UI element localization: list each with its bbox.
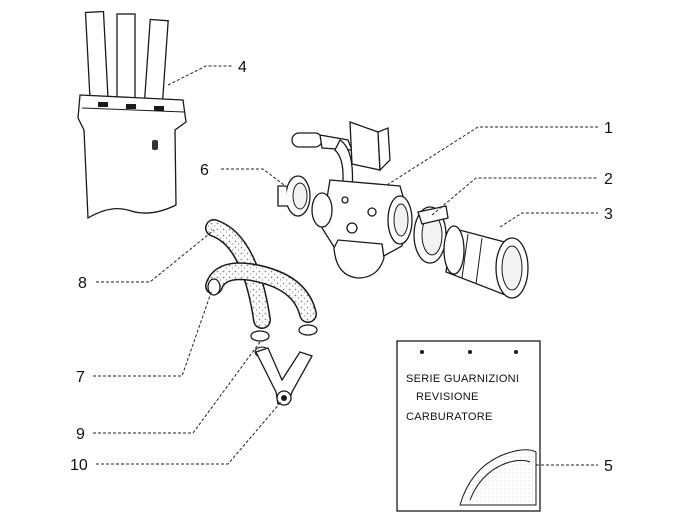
callout-8: 8 [78,275,87,292]
callout-3: 3 [604,206,613,223]
leader-7 [93,289,213,377]
kit-card-line3: CARBURATORE [406,411,493,423]
reed-valve-gasket [77,10,187,220]
leader-4 [167,65,232,86]
callout-9: 9 [76,426,85,443]
fuel-hose-bend [205,262,317,323]
callout-labels: 1 2 3 4 5 6 7 8 9 10 [70,59,613,475]
kit-card-line1: SERIE GUARNIZIONI [406,373,519,385]
callout-5: 5 [604,458,613,475]
callout-6: 6 [200,162,209,179]
callout-10: 10 [70,457,88,474]
callout-1: 1 [604,120,613,137]
intake-sleeve [443,225,529,299]
leader-6 [221,168,289,189]
leader-8 [96,229,215,283]
clamp-ring-left [277,175,311,217]
callout-7: 7 [76,369,85,386]
kit-card-line2: REVISIONE [416,391,479,403]
gasket-kit-card: SERIE GUARNIZIONI REVISIONE CARBURATORE [396,340,541,512]
leader-9 [93,341,261,434]
y-fitting [255,347,313,406]
leader-2 [431,177,598,216]
callout-2: 2 [604,171,613,188]
leader-10 [96,401,282,465]
leader-1 [386,126,598,186]
carburetor [291,121,413,279]
callout-4: 4 [238,59,247,76]
leader-3 [499,212,598,228]
clamp-ring-right [413,205,449,264]
leader-lines [93,65,598,466]
fuel-hose-long [205,219,271,329]
